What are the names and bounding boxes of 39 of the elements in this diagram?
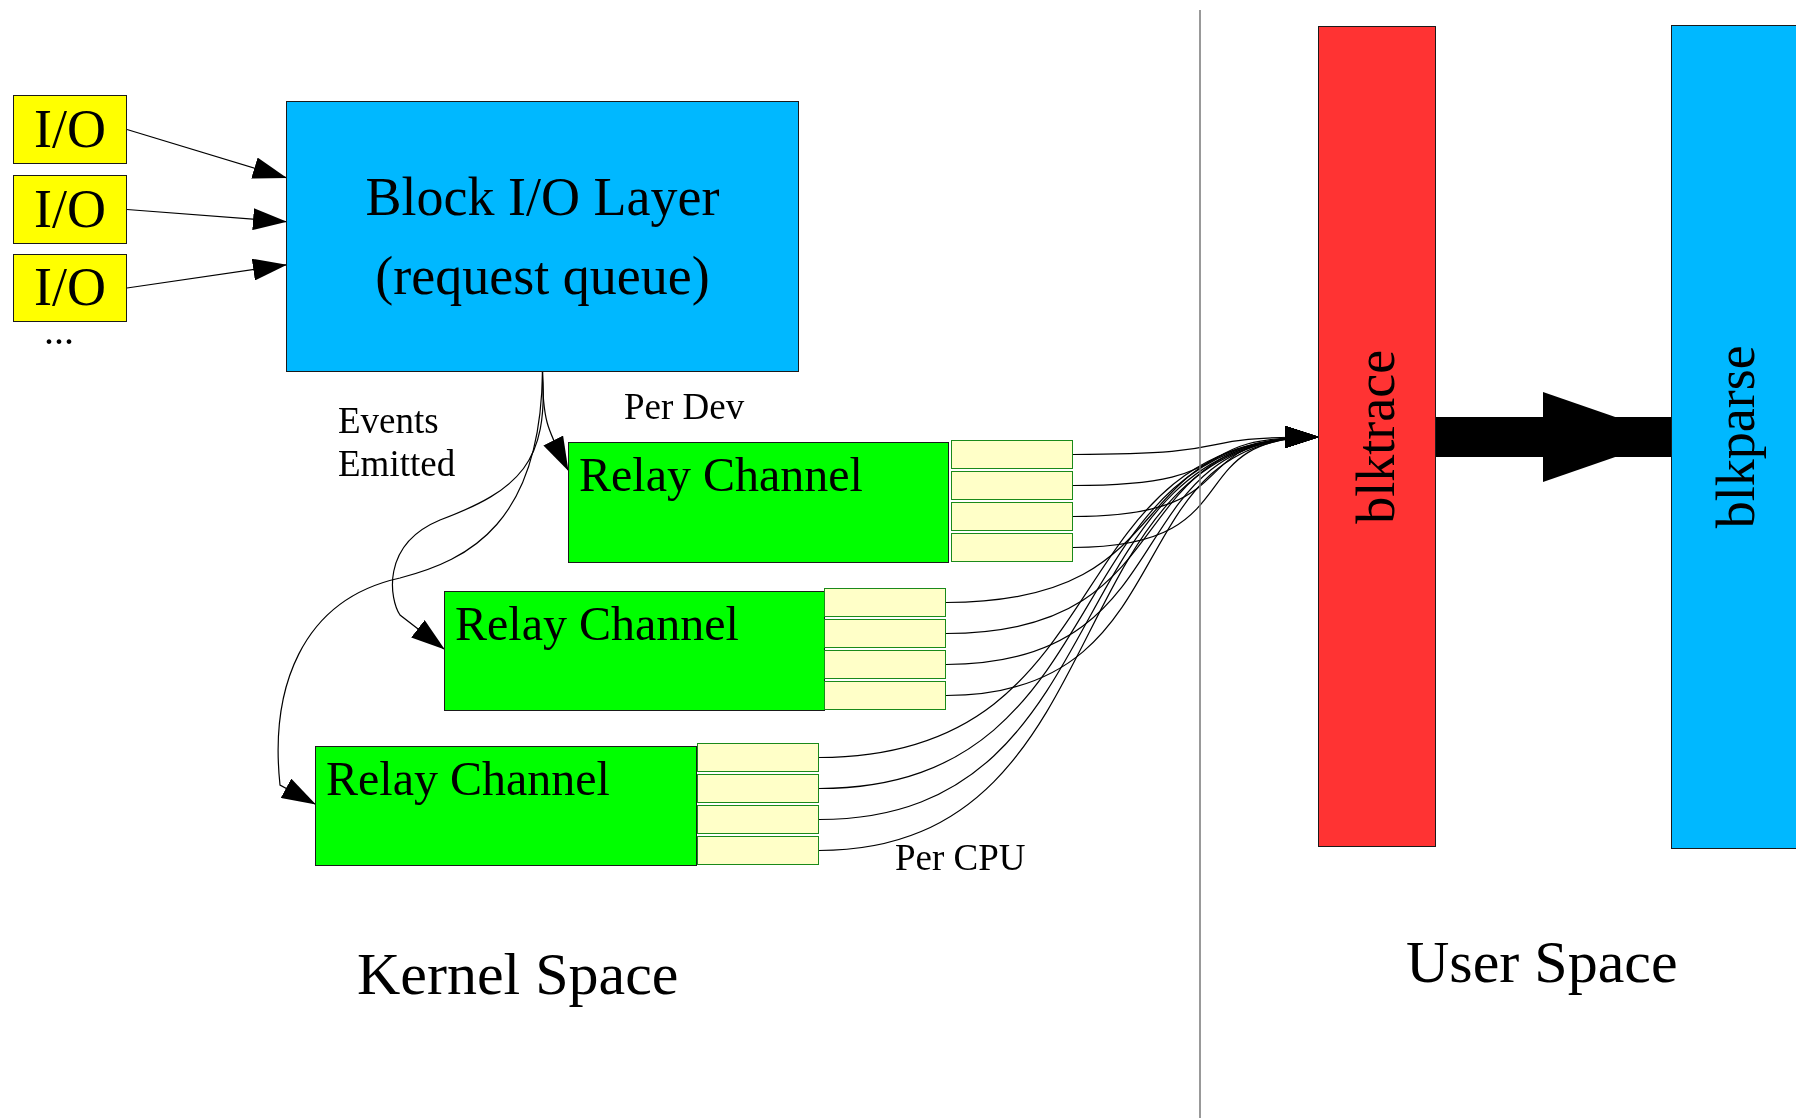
block-layer-box — [286, 101, 799, 372]
arrow — [277, 371, 544, 805]
buffer-slot — [697, 743, 819, 772]
arrow — [126, 258, 287, 289]
note-label: Per CPU — [895, 837, 1026, 880]
note-label: Per Dev — [624, 386, 745, 429]
layer-label: Block I/O Layer (request queue) — [364, 166, 721, 308]
relay-channel-box — [315, 746, 697, 866]
io-label: I/O — [34, 179, 106, 240]
relay-channel-box — [568, 442, 949, 563]
arrow — [126, 128, 287, 179]
io-box — [13, 254, 127, 322]
buffer-slot — [951, 533, 1073, 562]
relay-label: Relay Channel — [326, 753, 610, 806]
buffer-slot — [951, 440, 1073, 469]
buffer-slot — [824, 650, 946, 679]
buffer-slot — [824, 681, 946, 710]
thick-arrow — [1436, 392, 1673, 482]
io-label: I/O — [34, 99, 106, 160]
blkparse-bar — [1671, 25, 1796, 849]
io-box — [13, 175, 127, 244]
region-label: Kernel Space — [357, 940, 679, 1009]
buffer-slot — [824, 588, 946, 617]
blkparse-label: blkparse — [1706, 345, 1766, 529]
arrow — [126, 208, 287, 231]
buffer-slot — [697, 836, 819, 865]
io-box — [13, 95, 127, 164]
relay-label: Relay Channel — [579, 449, 863, 502]
blktrace-bar — [1318, 26, 1436, 847]
buffer-slot — [951, 471, 1073, 500]
region-label: User Space — [1406, 928, 1678, 997]
blktrace-label: blktrace — [1347, 349, 1407, 524]
buffer-slot — [824, 619, 946, 648]
relay-channel-box — [444, 591, 825, 711]
buffer-slot — [697, 805, 819, 834]
note-label: Events Emitted — [338, 400, 457, 486]
relay-label: Relay Channel — [455, 598, 739, 651]
buffer-slot — [951, 502, 1073, 531]
buffer-slot — [697, 774, 819, 803]
